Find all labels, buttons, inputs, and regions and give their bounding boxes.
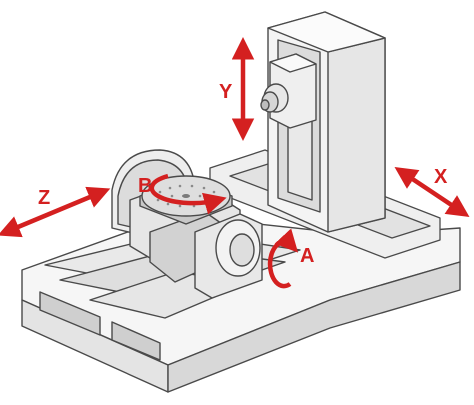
z-axis-arrow — [0, 186, 111, 238]
column — [260, 11, 386, 233]
a-axis-arrow — [267, 228, 299, 289]
a-axis-label: A — [300, 245, 314, 267]
b-axis-label: B — [138, 175, 152, 197]
b-axis-arrow — [149, 173, 227, 215]
x-axis-label: X — [434, 166, 448, 188]
z-axis-label: Z — [38, 187, 50, 209]
x-axis-arrow — [394, 167, 470, 217]
y-axis-label: Y — [219, 81, 233, 103]
